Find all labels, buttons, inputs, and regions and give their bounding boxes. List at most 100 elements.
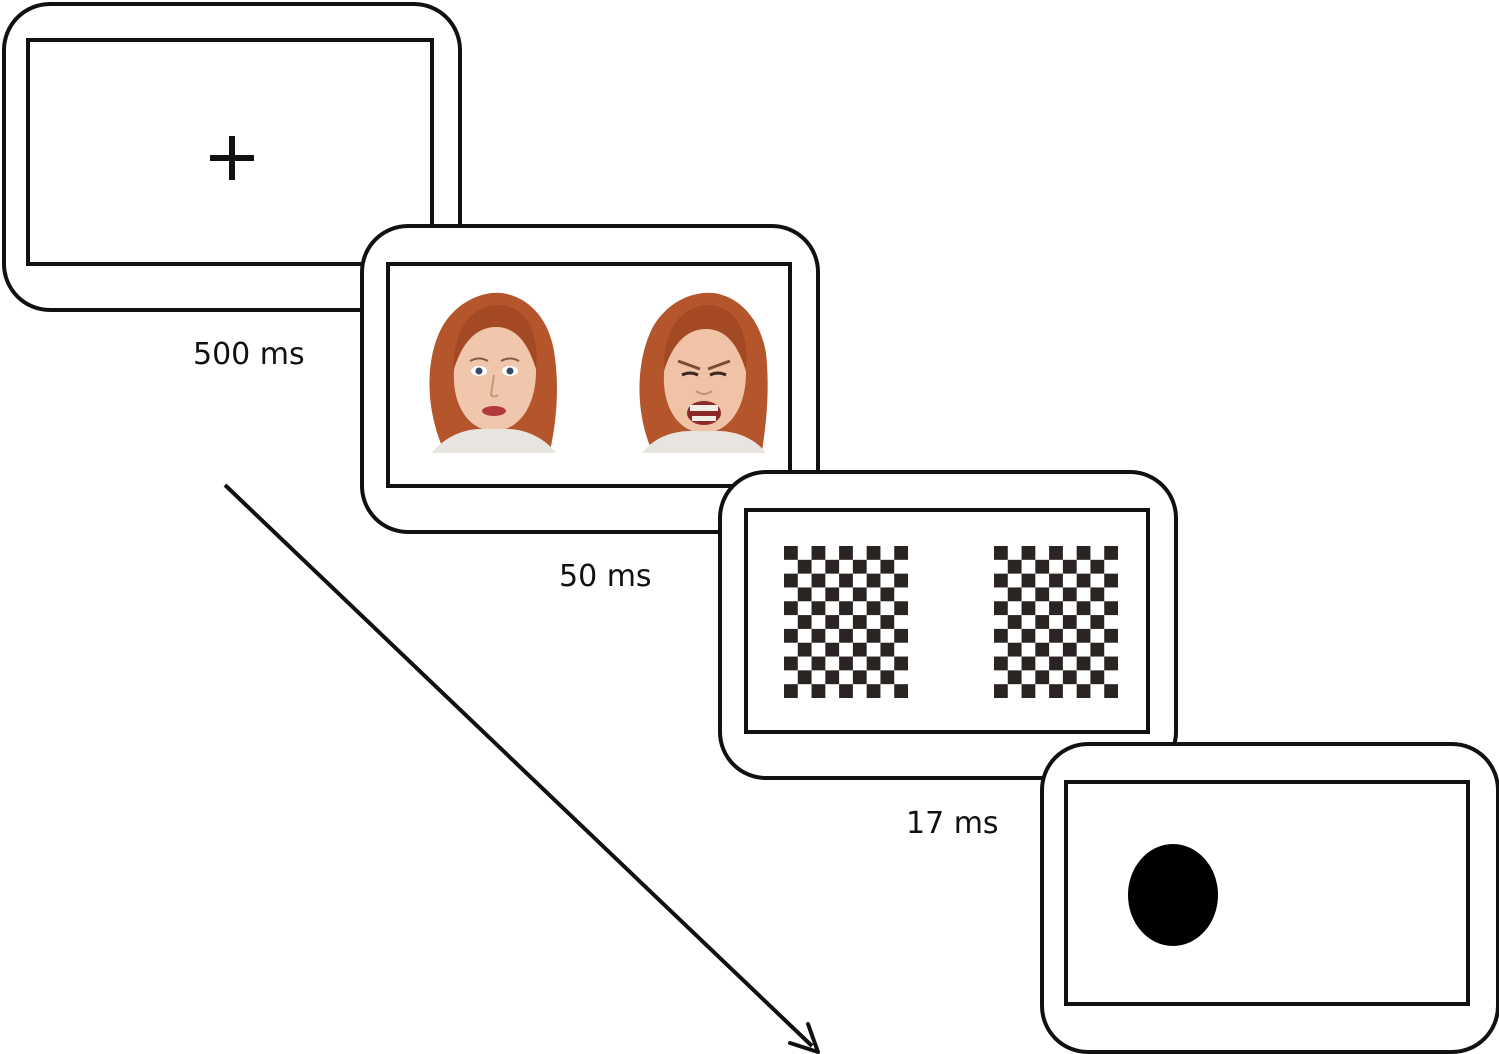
mask-duration-label: 17 ms bbox=[906, 806, 999, 841]
checker-square bbox=[1076, 656, 1091, 671]
checker-square bbox=[1062, 559, 1077, 574]
checker-square bbox=[1007, 587, 1022, 602]
probe-screen bbox=[1064, 780, 1470, 1006]
checker-square bbox=[1104, 601, 1118, 616]
checker-square bbox=[894, 684, 908, 698]
checker-square bbox=[1021, 684, 1036, 698]
checker-square bbox=[1090, 587, 1105, 602]
checker-square bbox=[866, 546, 881, 560]
checker-square bbox=[839, 546, 853, 560]
checker-square bbox=[894, 628, 908, 643]
checker-square bbox=[797, 670, 812, 685]
checker-square bbox=[1076, 684, 1091, 698]
fixation-monitor bbox=[2, 2, 462, 312]
checker-square bbox=[1049, 546, 1063, 560]
checker-square bbox=[811, 684, 826, 698]
checker-square bbox=[1076, 546, 1091, 560]
checker-square bbox=[1090, 559, 1105, 574]
checker-square bbox=[811, 628, 826, 643]
checker-square bbox=[1104, 573, 1118, 588]
checker-square bbox=[1104, 656, 1118, 671]
checker-square bbox=[839, 573, 853, 588]
checker-square bbox=[1021, 601, 1036, 616]
checker-square bbox=[1035, 559, 1050, 574]
checker-square bbox=[852, 587, 867, 602]
checkerboard-mask-right bbox=[994, 546, 1118, 698]
checker-square bbox=[1007, 670, 1022, 685]
checker-square bbox=[797, 642, 812, 657]
checker-square bbox=[825, 615, 840, 629]
checker-square bbox=[1021, 573, 1036, 588]
checker-square bbox=[894, 656, 908, 671]
checker-square bbox=[825, 587, 840, 602]
checker-square bbox=[1035, 587, 1050, 602]
checker-square bbox=[894, 601, 908, 616]
checker-square bbox=[852, 642, 867, 657]
checker-square bbox=[1062, 670, 1077, 685]
checker-square bbox=[797, 559, 812, 574]
checker-square bbox=[880, 587, 895, 602]
checker-square bbox=[994, 573, 1008, 588]
checker-square bbox=[811, 546, 826, 560]
checkerboard-mask-left bbox=[784, 546, 908, 698]
checker-square bbox=[1035, 642, 1050, 657]
checker-square bbox=[994, 546, 1008, 560]
checker-square bbox=[839, 684, 853, 698]
checker-square bbox=[811, 601, 826, 616]
fixation-duration-label: 500 ms bbox=[193, 337, 305, 372]
checker-square bbox=[994, 656, 1008, 671]
checker-square bbox=[784, 601, 798, 616]
faces-monitor bbox=[360, 224, 820, 534]
checker-square bbox=[1035, 670, 1050, 685]
checker-square bbox=[1090, 670, 1105, 685]
checker-square bbox=[784, 573, 798, 588]
checker-square bbox=[1076, 628, 1091, 643]
checker-square bbox=[1007, 615, 1022, 629]
checker-square bbox=[880, 559, 895, 574]
checker-square bbox=[994, 601, 1008, 616]
checker-square bbox=[1062, 642, 1077, 657]
neutral-face-image bbox=[429, 292, 557, 453]
checker-square bbox=[994, 628, 1008, 643]
checker-square bbox=[866, 573, 881, 588]
checker-square bbox=[852, 559, 867, 574]
checker-square bbox=[894, 546, 908, 560]
checker-square bbox=[784, 628, 798, 643]
checker-square bbox=[1062, 615, 1077, 629]
checker-square bbox=[1090, 615, 1105, 629]
checker-square bbox=[1021, 546, 1036, 560]
checker-square bbox=[1104, 684, 1118, 698]
checker-square bbox=[1104, 628, 1118, 643]
checker-square bbox=[866, 656, 881, 671]
mask-screen bbox=[744, 508, 1150, 734]
checker-square bbox=[1049, 656, 1063, 671]
checker-square bbox=[1007, 559, 1022, 574]
checker-square bbox=[880, 615, 895, 629]
probe-dot-icon bbox=[1128, 844, 1218, 946]
checker-square bbox=[784, 684, 798, 698]
checker-square bbox=[866, 628, 881, 643]
checker-square bbox=[1049, 573, 1063, 588]
checker-square bbox=[866, 601, 881, 616]
checker-square bbox=[894, 573, 908, 588]
checker-square bbox=[1076, 601, 1091, 616]
faces-duration-label: 50 ms bbox=[559, 559, 652, 594]
checker-square bbox=[1104, 546, 1118, 560]
mask-monitor bbox=[718, 470, 1178, 780]
checker-square bbox=[825, 642, 840, 657]
checker-square bbox=[797, 615, 812, 629]
checker-square bbox=[1007, 642, 1022, 657]
checker-square bbox=[839, 628, 853, 643]
checker-square bbox=[1062, 587, 1077, 602]
probe-monitor bbox=[1040, 742, 1499, 1054]
angry-face-image bbox=[639, 292, 768, 453]
checker-square bbox=[1021, 656, 1036, 671]
checker-square bbox=[1090, 642, 1105, 657]
checker-square bbox=[994, 684, 1008, 698]
checker-square bbox=[852, 670, 867, 685]
checker-square bbox=[784, 546, 798, 560]
fixation-cross-icon bbox=[210, 136, 254, 180]
checker-square bbox=[839, 656, 853, 671]
checker-square bbox=[1049, 601, 1063, 616]
checker-square bbox=[880, 642, 895, 657]
